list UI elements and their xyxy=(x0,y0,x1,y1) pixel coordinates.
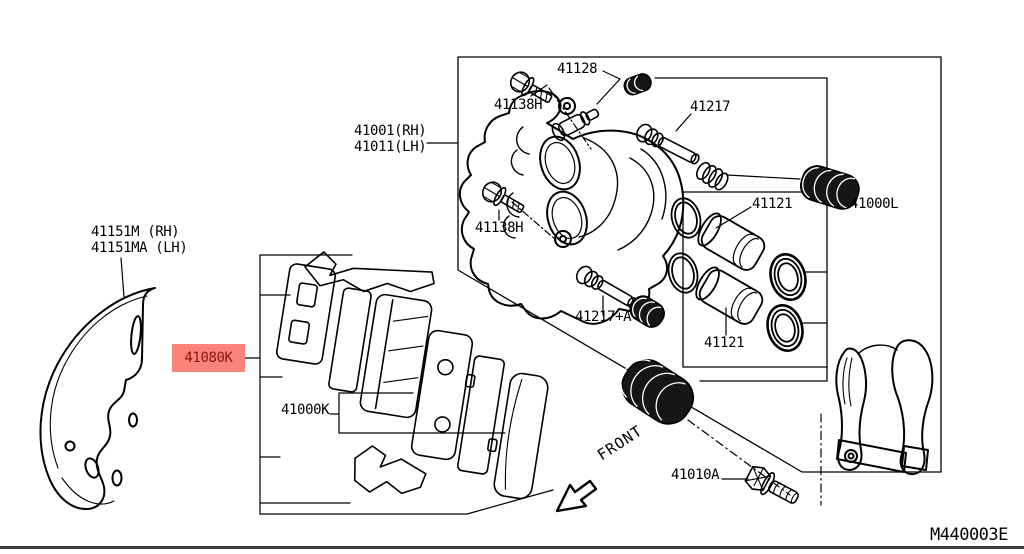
part-label-41138h-upper[interactable]: 41138H xyxy=(494,97,543,113)
pad-retainer-top xyxy=(304,251,435,293)
piston-seal-drawing xyxy=(667,197,807,352)
bottom-window-edge xyxy=(0,546,1024,549)
outer-box xyxy=(457,56,942,473)
part-label-41121-upper[interactable]: 41121 xyxy=(752,196,793,212)
part-label-41128[interactable]: 41128 xyxy=(557,61,598,77)
part-label-41217a[interactable]: 41217+A xyxy=(575,309,632,325)
part-label-41151ma-lh[interactable]: 41151MA (LH) xyxy=(91,240,188,256)
piston-boot-upper xyxy=(769,253,807,301)
group-boxes xyxy=(457,56,942,473)
part-label-41000l[interactable]: 41000L xyxy=(850,196,899,212)
slide-pin-lower-drawing xyxy=(575,265,695,425)
part-label-41011-lh[interactable]: 41011(LH) xyxy=(354,139,427,155)
part-label-41080k-highlighted[interactable]: 41080K xyxy=(172,344,245,372)
splash-shield-drawing xyxy=(39,287,156,511)
part-label-41001-rh[interactable]: 41001(RH) xyxy=(354,123,427,139)
piston-upper-drawing xyxy=(697,212,766,271)
part-label-41217[interactable]: 41217 xyxy=(690,99,731,115)
part-label-41000k[interactable]: 41000K xyxy=(281,402,330,418)
front-arrow-icon xyxy=(555,479,598,513)
pin-boot-small-lower xyxy=(629,295,665,328)
torque-member-drawing xyxy=(835,339,934,476)
pin-boot-large-lower xyxy=(620,359,695,425)
part-label-41121-lower[interactable]: 41121 xyxy=(704,335,745,351)
slide-pin-upper-drawing xyxy=(635,123,860,210)
part-label-41010a[interactable]: 41010A xyxy=(671,467,720,483)
bleeder-cap-drawing xyxy=(623,73,652,96)
pin-boot-large-upper xyxy=(799,165,860,210)
piston-lower-drawing xyxy=(695,266,764,325)
highlighted-part-number: 41080K xyxy=(184,350,233,366)
part-label-41138h-lower[interactable]: 41138H xyxy=(475,220,524,236)
caliper-box xyxy=(654,77,828,382)
hardware-kit-bracket xyxy=(259,254,554,515)
pin-boot-small-upper xyxy=(695,161,729,191)
pad-stack-drawing xyxy=(275,251,549,500)
piston-boot-lower xyxy=(766,304,804,352)
part-label-41151m-rh[interactable]: 41151M (RH) xyxy=(91,224,180,240)
pin-bolt-lower-drawing xyxy=(481,181,525,214)
mount-bolt-drawing xyxy=(744,465,799,504)
pad-kit-bracket xyxy=(329,392,506,434)
bleeder-screw-drawing xyxy=(551,73,652,142)
drawing-code: M440003E xyxy=(930,525,1008,545)
caliper-drawing xyxy=(458,90,685,325)
pin-bolt-upper-drawing xyxy=(509,71,553,104)
pad-retainer-bottom xyxy=(353,445,427,495)
